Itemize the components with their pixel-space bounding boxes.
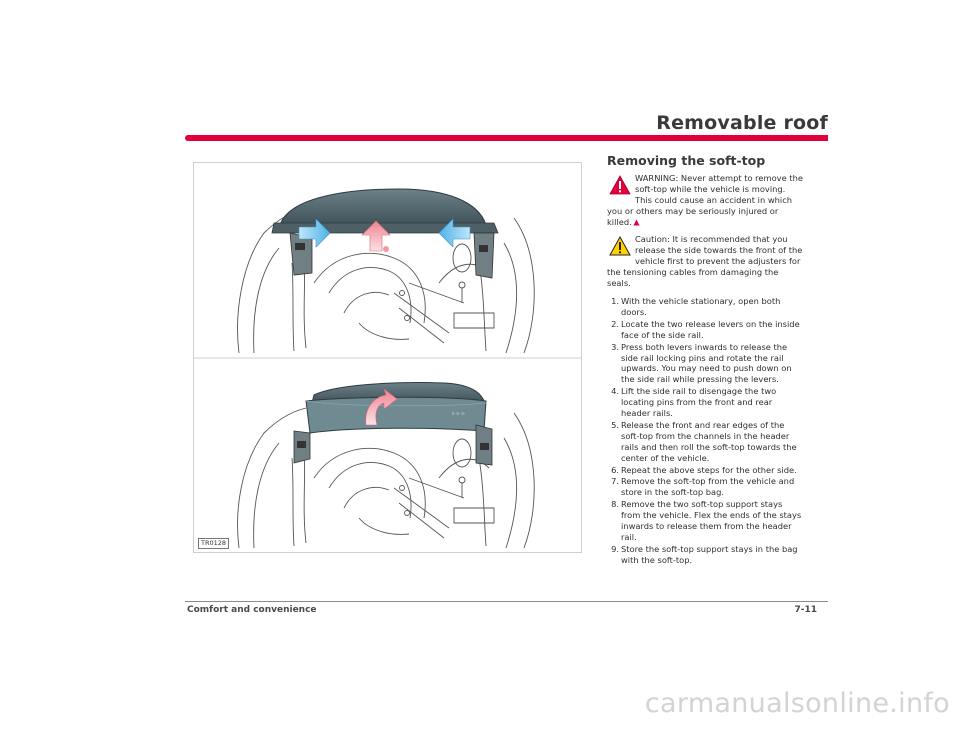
arrow-press-right-icon <box>438 218 471 248</box>
footer-divider <box>185 601 828 602</box>
bottom-view-interior <box>237 407 535 549</box>
list-item: 8.Remove the two soft-top support stays … <box>611 499 802 542</box>
footer-section-name: Comfort and convenience <box>187 605 317 615</box>
figure-reference-code: TR0128 <box>198 538 230 549</box>
list-item: 9.Store the soft-top support stays in th… <box>611 543 798 565</box>
list-item: 4.Lift the side rail to disengage the tw… <box>611 386 777 419</box>
arrow-roll-icon <box>365 388 398 426</box>
section-heading: Removing the soft-top <box>607 153 766 168</box>
caution-text: Caution: It is recommended that you rele… <box>607 234 803 289</box>
warning-triangle-icon <box>609 175 631 195</box>
list-item: 3.Press both levers inwards to release t… <box>611 341 792 385</box>
header-accent-bar <box>185 135 828 141</box>
list-item: 6.Repeat the above steps for the other s… <box>611 464 797 475</box>
warning-end-marker-icon <box>633 219 640 226</box>
illustration-panel: ▹ ▹ ▹ TR0128 <box>193 162 582 553</box>
page-title: Removable roof <box>656 112 828 134</box>
steps-list: 1.With the vehicle stationary, open both… <box>607 296 803 566</box>
list-item: 5.Release the front and rear edges of th… <box>611 419 797 463</box>
arrow-lift-icon <box>361 220 391 252</box>
list-item: 2.Locate the two release levers on the i… <box>611 318 800 340</box>
instructions-column: Removing the soft-top WARNING: Never att… <box>607 153 803 567</box>
warning-text: WARNING: Never attempt to remove the sof… <box>607 172 803 227</box>
warning-note: WARNING: Never attempt to remove the sof… <box>607 173 803 228</box>
list-item: 1.With the vehicle stationary, open both… <box>611 295 781 317</box>
caution-triangle-icon <box>609 236 631 256</box>
soft-top-removal-illustration: ▹ ▹ ▹ <box>194 188 581 549</box>
footer-page-number: 7-11 <box>794 605 817 615</box>
watermark-text: carmanualsonline.info <box>644 688 950 719</box>
list-item: 7.Remove the soft-top from the vehicle a… <box>611 476 795 498</box>
arrow-press-left-icon <box>298 218 331 248</box>
svg-text:▹ ▹ ▹: ▹ ▹ ▹ <box>452 410 465 417</box>
caution-note: Caution: It is recommended that you rele… <box>607 234 803 289</box>
